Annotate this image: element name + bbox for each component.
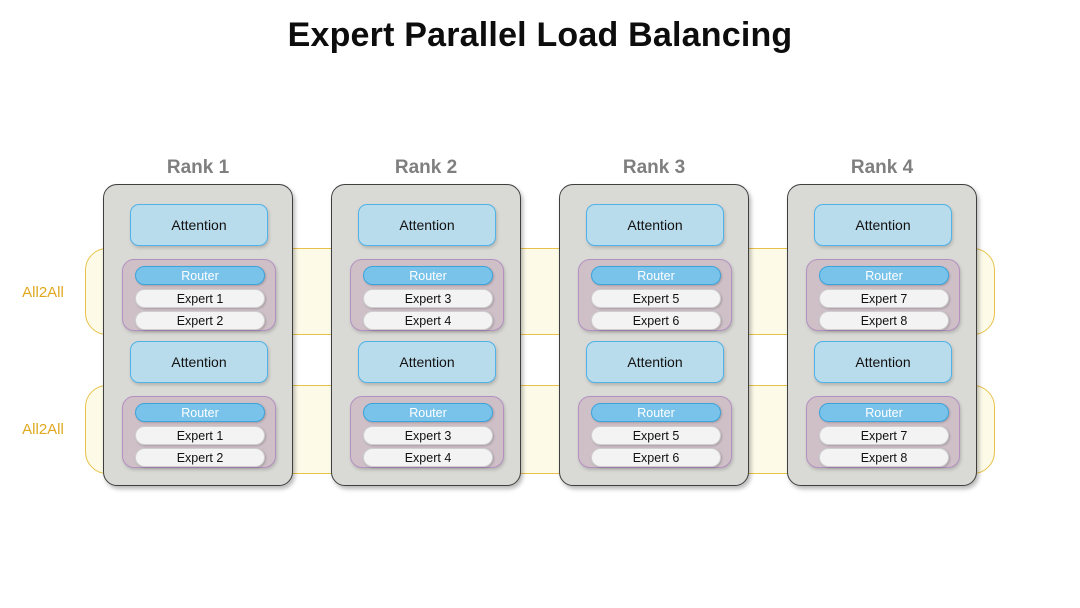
moe-block[interactable]: Router Expert 5 Expert 6 — [578, 396, 732, 468]
attention-block[interactable]: Attention — [358, 204, 496, 246]
attention-block[interactable]: Attention — [130, 341, 268, 383]
rank-title-1: Rank 1 — [166, 157, 230, 178]
router-pill[interactable]: Router — [135, 266, 265, 285]
attention-block[interactable]: Attention — [586, 341, 724, 383]
expert-pill[interactable]: Expert 3 — [363, 289, 493, 308]
moe-block[interactable]: Router Expert 7 Expert 8 — [806, 259, 960, 331]
router-pill[interactable]: Router — [363, 266, 493, 285]
expert-pill[interactable]: Expert 3 — [363, 426, 493, 445]
expert-pill[interactable]: Expert 6 — [591, 448, 721, 467]
moe-block[interactable]: Router Expert 1 Expert 2 — [122, 396, 276, 468]
expert-pill[interactable]: Expert 4 — [363, 311, 493, 330]
expert-pill[interactable]: Expert 4 — [363, 448, 493, 467]
rank-column-1[interactable]: Attention Router Expert 1 Expert 2 Atten… — [103, 184, 293, 486]
rank-column-3[interactable]: Attention Router Expert 5 Expert 6 Atten… — [559, 184, 749, 486]
moe-block[interactable]: Router Expert 1 Expert 2 — [122, 259, 276, 331]
moe-block[interactable]: Router Expert 3 Expert 4 — [350, 259, 504, 331]
attention-block[interactable]: Attention — [358, 341, 496, 383]
router-pill[interactable]: Router — [591, 266, 721, 285]
moe-block[interactable]: Router Expert 5 Expert 6 — [578, 259, 732, 331]
expert-pill[interactable]: Expert 1 — [135, 426, 265, 445]
router-pill[interactable]: Router — [819, 266, 949, 285]
router-pill[interactable]: Router — [819, 403, 949, 422]
expert-pill[interactable]: Expert 6 — [591, 311, 721, 330]
expert-pill[interactable]: Expert 7 — [819, 426, 949, 445]
router-pill[interactable]: Router — [363, 403, 493, 422]
router-pill[interactable]: Router — [591, 403, 721, 422]
moe-block[interactable]: Router Expert 7 Expert 8 — [806, 396, 960, 468]
attention-block[interactable]: Attention — [130, 204, 268, 246]
all2all-label-2: All2All — [22, 421, 64, 438]
attention-block[interactable]: Attention — [814, 204, 952, 246]
expert-pill[interactable]: Expert 2 — [135, 448, 265, 467]
rank-column-2[interactable]: Attention Router Expert 3 Expert 4 Atten… — [331, 184, 521, 486]
expert-pill[interactable]: Expert 7 — [819, 289, 949, 308]
rank-title-2: Rank 2 — [394, 157, 458, 178]
expert-pill[interactable]: Expert 1 — [135, 289, 265, 308]
attention-block[interactable]: Attention — [586, 204, 724, 246]
expert-pill[interactable]: Expert 5 — [591, 289, 721, 308]
attention-block[interactable]: Attention — [814, 341, 952, 383]
rank-title-3: Rank 3 — [622, 157, 686, 178]
expert-pill[interactable]: Expert 8 — [819, 311, 949, 330]
router-pill[interactable]: Router — [135, 403, 265, 422]
expert-pill[interactable]: Expert 2 — [135, 311, 265, 330]
moe-block[interactable]: Router Expert 3 Expert 4 — [350, 396, 504, 468]
expert-pill[interactable]: Expert 8 — [819, 448, 949, 467]
rank-title-4: Rank 4 — [850, 157, 914, 178]
all2all-label-1: All2All — [22, 284, 64, 301]
page-title: Expert Parallel Load Balancing — [287, 16, 793, 54]
rank-column-4[interactable]: Attention Router Expert 7 Expert 8 Atten… — [787, 184, 977, 486]
expert-pill[interactable]: Expert 5 — [591, 426, 721, 445]
